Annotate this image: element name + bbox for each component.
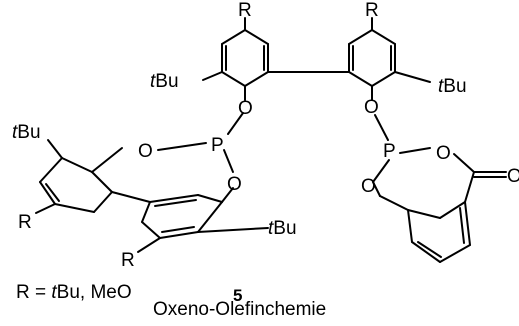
source-caption: Oxeno-Olefinchemie <box>153 299 327 320</box>
oxygen-label-right-lower: O <box>361 176 376 197</box>
ring-lower-left <box>35 139 123 214</box>
tbu-label-lower-right: tBu <box>268 218 297 239</box>
phosphite-left <box>157 112 244 173</box>
legend-rest: Bu, MeO <box>56 282 132 303</box>
r-label-top-left: R <box>238 0 252 21</box>
legend-t-italic: t <box>51 282 57 303</box>
phosphorus-label-right: P <box>383 141 396 162</box>
tbu-label-upper-right: tBu <box>438 76 467 97</box>
tbu-label-lower-left: tBu <box>12 122 41 143</box>
ring-lower-middle <box>111 187 269 253</box>
r-label-lower-middle: R <box>121 250 135 271</box>
phosphite-right <box>372 114 507 183</box>
ring-lower-right <box>372 171 475 263</box>
legend-lhs: R = <box>16 282 52 303</box>
ring-upper-right <box>348 17 431 101</box>
r-label-lower-left: R <box>18 212 32 233</box>
compound-number: 5 <box>233 286 243 305</box>
r-label-top-right: R <box>365 0 379 21</box>
oxygen-label-left-upper: O <box>238 98 253 119</box>
carbonyl-oxygen-label: O <box>507 166 519 187</box>
tbu-label-upper-left: tBu <box>150 71 179 92</box>
oxygen-label-left-bridge: O <box>138 141 153 162</box>
oxygen-label-right-upper: O <box>364 97 379 118</box>
oxygen-label-left-lower: O <box>227 174 242 195</box>
r-definition-legend: R = tBu, MeO <box>16 282 132 304</box>
ring-upper-left <box>202 17 269 101</box>
oxygen-label-right-ring: O <box>436 143 451 164</box>
phosphorus-label-left: P <box>211 135 224 156</box>
